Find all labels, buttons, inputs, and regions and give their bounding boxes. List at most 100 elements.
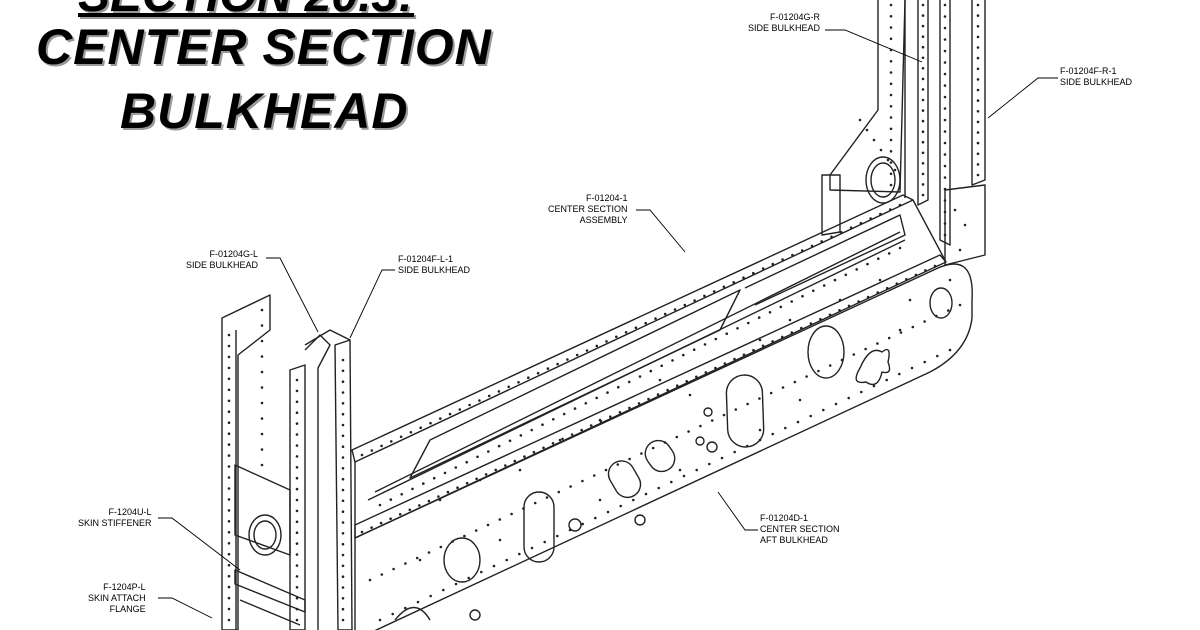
rivet-hole (820, 240, 823, 243)
rivet-hole (598, 418, 602, 422)
rivet-hole (409, 431, 413, 434)
rivet-hole (295, 487, 299, 491)
rivet-hole (887, 336, 891, 340)
rivet-hole (734, 408, 738, 411)
rivet-hole (432, 476, 436, 480)
rivet-hole (378, 618, 382, 622)
rivet-hole (370, 449, 374, 452)
rivet-hole (723, 362, 727, 365)
rivet-hole (360, 453, 364, 457)
rivet-hole (295, 586, 299, 589)
rivet-hole (838, 309, 841, 312)
rivet-hole (963, 223, 967, 227)
rivet-hole (810, 244, 814, 248)
rivet-hole (408, 508, 412, 512)
rivet-hole (714, 366, 717, 370)
rivet-hole (683, 303, 687, 307)
rivet-hole (227, 563, 231, 567)
rivet-hole (849, 226, 853, 229)
rivet-hole (494, 468, 498, 472)
rivet-hole (838, 298, 842, 302)
rivet-hole (295, 596, 299, 600)
rivet-hole (341, 597, 345, 600)
cutout-4 (855, 348, 891, 386)
rivet-hole (527, 376, 530, 380)
rivet-hole (227, 476, 231, 479)
rivet-hole (227, 596, 231, 600)
callout-description: SIDE BULKHEAD (748, 23, 821, 33)
rivet-hole (935, 314, 938, 318)
rivet-hole (522, 507, 525, 510)
rivet-hole (644, 321, 647, 325)
rivet-hole (976, 88, 980, 92)
rivet-hole (943, 107, 947, 110)
callout-part-number: F-1204P-L (103, 582, 146, 592)
rivet-hole (687, 430, 690, 433)
rivet-hole (722, 285, 726, 289)
rivet-hole (911, 325, 915, 329)
callout-part-number: F-01204G-R (770, 12, 821, 22)
rivet-hole (542, 446, 545, 450)
rivet-hole (594, 516, 597, 520)
rivet-hole (632, 498, 635, 502)
rivet-hole (791, 253, 794, 257)
rivet-hole (725, 332, 728, 336)
rivet-hole (581, 522, 584, 526)
rivet-hole (943, 222, 947, 225)
rivet-hole (693, 299, 696, 302)
rivet-hole (722, 413, 726, 417)
rivet-hole (227, 399, 231, 403)
rivet-hole (943, 210, 947, 214)
rivet-hole (879, 212, 882, 216)
rivet-hole (227, 454, 231, 457)
callout-aft-bulkhead: F-01204D-1 CENTER SECTION AFT BULKHEAD (760, 513, 840, 546)
rivet-hole (227, 498, 231, 501)
rivet-hole (380, 573, 384, 576)
rivet-hole (341, 510, 345, 513)
rivet-hole (227, 388, 231, 392)
rivet-hole (889, 26, 893, 29)
rivet-hole (736, 327, 739, 330)
rivet-hole (438, 498, 442, 502)
callout-part-number: F-01204G-L (209, 249, 259, 259)
callout-description: SKIN ATTACH (88, 593, 146, 603)
callout-description: FLANGE (109, 604, 146, 614)
rivet-hole (817, 369, 820, 373)
rivet-hole (341, 391, 345, 394)
rivet-hole (976, 14, 980, 17)
rivet-hole (341, 380, 345, 384)
rivet-hole (879, 148, 883, 152)
rivet-hole (877, 257, 880, 261)
rivet-hole (595, 396, 598, 400)
rivet-hole (546, 367, 550, 370)
rivet-hole (260, 432, 264, 436)
rivet-hole (840, 231, 843, 234)
rivet-hole (295, 455, 299, 458)
rivet-hole (581, 479, 584, 483)
rivet-hole (761, 344, 765, 348)
rivet-hole (399, 435, 403, 439)
rivet-hole (781, 386, 785, 389)
callout-skin-attach-flange: F-1204P-L SKIN ATTACH FLANGE (88, 582, 146, 615)
rivet-hole (733, 357, 736, 361)
rivet-hole (943, 199, 947, 202)
section-number-heading: SECTION 20.3: (78, 0, 414, 23)
rivet-hole (943, 141, 947, 145)
cutout-7 (607, 460, 642, 499)
rivet-hole (828, 313, 832, 317)
rivet-hole (790, 300, 793, 303)
rivet-hole (885, 378, 888, 382)
rivet-hole (404, 562, 407, 565)
rivet-hole (295, 618, 299, 622)
rivet-hole (227, 366, 231, 370)
rivet-hole (260, 308, 264, 312)
rivet-hole (866, 295, 870, 299)
rivet-hole (368, 578, 372, 582)
rivet-hole (895, 282, 899, 286)
rivet-hole (790, 331, 794, 334)
rivet-hole (341, 369, 345, 373)
rivet-hole (295, 466, 299, 469)
rivet-hole (893, 168, 897, 172)
rivet-hole (943, 84, 947, 87)
rivet-hole (260, 386, 264, 389)
